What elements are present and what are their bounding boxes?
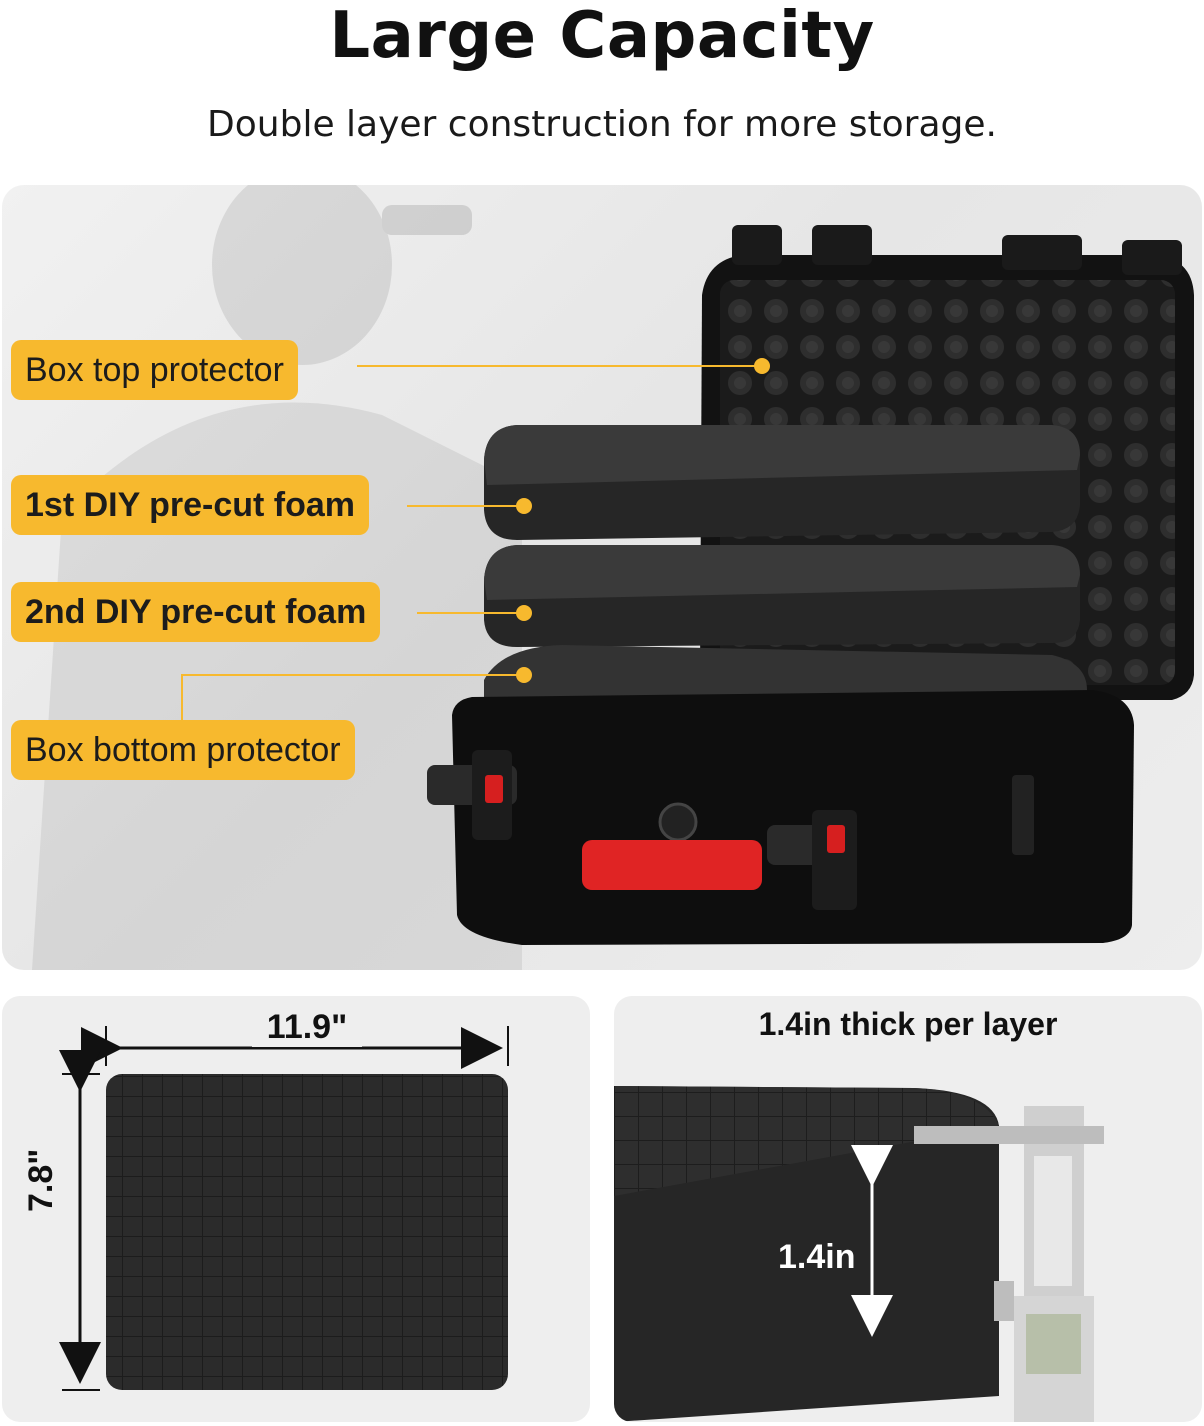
case-base <box>427 690 1134 945</box>
hero-panel: Box top protector 1st DIY pre-cut foam 2… <box>2 185 1202 970</box>
label-first-foam: 1st DIY pre-cut foam <box>11 475 370 535</box>
page-subtitle: Double layer construction for more stora… <box>207 104 997 145</box>
thickness-title: 1.4in thick per layer <box>758 1006 1058 1042</box>
background-person <box>32 185 522 970</box>
label-leaders <box>181 358 770 720</box>
foam-layer-2 <box>484 545 1080 647</box>
foam-pad <box>106 1074 508 1390</box>
height-dimension-label: 7.8" <box>22 1144 61 1216</box>
width-dimension-label: 11.9" <box>252 1008 362 1047</box>
case-handle <box>582 840 762 890</box>
label-box-bottom-protector: Box bottom protector <box>11 720 355 780</box>
foam-thickness-view <box>614 1086 1104 1422</box>
foam-dimensions-panel: 11.9" 7.8" <box>2 996 590 1422</box>
case-illustration <box>32 185 1194 970</box>
foam-top-view <box>59 1026 509 1391</box>
foam-layer-1 <box>484 425 1080 540</box>
page-title: Large Capacity <box>329 0 875 73</box>
thickness-label: 1.4in <box>778 1238 856 1276</box>
caliper-display <box>1026 1314 1081 1374</box>
thickness-panel: 1.4in thick per layer 1.4in <box>614 996 1202 1422</box>
caliper <box>914 1106 1104 1422</box>
label-second-foam: 2nd DIY pre-cut foam <box>11 582 381 642</box>
label-box-top-protector: Box top protector <box>11 340 298 400</box>
